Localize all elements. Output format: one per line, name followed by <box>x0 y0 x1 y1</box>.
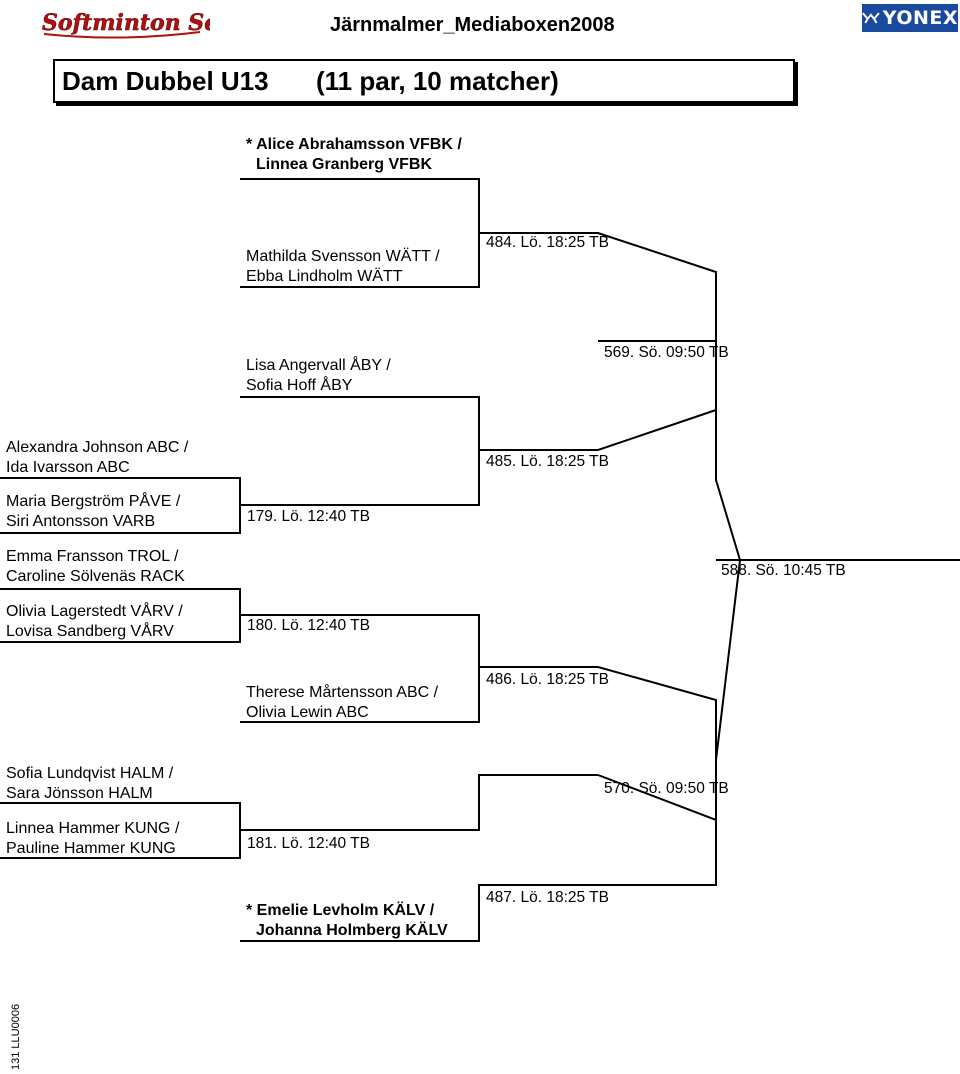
pair-entry-11: * Emelie Levholm KÄLV / Johanna Holmberg… <box>246 901 448 941</box>
pair-5-player-a: Maria Bergström PÅVE / <box>6 493 181 510</box>
pair-3-player-a: Lisa Angervall ÅBY / <box>246 357 391 374</box>
match-485-label: 485. Lö. 18:25 TB <box>486 453 609 470</box>
match-486-label: 486. Lö. 18:25 TB <box>486 671 609 688</box>
pair-entry-1: * Alice Abrahamsson VFBK / Linnea Granbe… <box>246 135 462 175</box>
pair-10-player-a: Linnea Hammer KUNG / <box>6 820 180 837</box>
event-summary: (11 par, 10 matcher) <box>316 66 559 96</box>
pair-entry-4: Alexandra Johnson ABC / Ida Ivarsson ABC <box>6 438 188 478</box>
pair-entry-9: Sofia Lundqvist HALM / Sara Jönsson HALM <box>6 764 173 804</box>
yonex-logo: YONEX <box>862 4 958 32</box>
pair-11-player-b: Johanna Holmberg KÄLV <box>256 922 448 939</box>
pair-entry-10: Linnea Hammer KUNG / Pauline Hammer KUNG <box>6 819 179 859</box>
yonex-logo-text: YONEX <box>882 7 958 29</box>
pair-4-player-a: Alexandra Johnson ABC / <box>6 439 189 456</box>
pair-entry-2: Mathilda Svensson WÄTT / Ebba Lindholm W… <box>246 247 440 287</box>
pair-entry-8: Therese Mårtensson ABC / Olivia Lewin AB… <box>246 683 438 723</box>
pair-6-player-a: Emma Fransson TROL / <box>6 548 179 565</box>
match-181-label: 181. Lö. 12:40 TB <box>247 835 370 852</box>
pair-9-player-b: Sara Jönsson HALM <box>6 785 153 802</box>
pair-entry-6: Emma Fransson TROL / Caroline Sölvenäs R… <box>6 547 185 587</box>
pair-2-player-b: Ebba Lindholm WÄTT <box>246 268 403 285</box>
pair-10-player-b: Pauline Hammer KUNG <box>6 840 176 857</box>
pair-11-player-a: * Emelie Levholm KÄLV / <box>246 902 435 919</box>
event-name: Dam Dubbel U13 <box>62 66 269 96</box>
match-588-label: 588. Sö. 10:45 TB <box>721 562 846 579</box>
pair-7-player-a: Olivia Lagerstedt VÅRV / <box>6 603 183 620</box>
pair-1-player-a: * Alice Abrahamsson VFBK / <box>246 136 462 153</box>
pair-8-player-b: Olivia Lewin ABC <box>246 704 369 721</box>
pair-3-player-b: Sofia Hoff ÅBY <box>246 377 353 394</box>
match-180-label: 180. Lö. 12:40 TB <box>247 617 370 634</box>
pair-entry-5: Maria Bergström PÅVE / Siri Antonsson VA… <box>6 492 180 532</box>
pair-4-player-b: Ida Ivarsson ABC <box>6 459 130 476</box>
event-title-box <box>53 59 795 103</box>
match-487-label: 487. Lö. 18:25 TB <box>486 889 609 906</box>
footer-code: 131 LLU0006 <box>10 1003 22 1070</box>
match-570-label: 570. Sö. 09:50 TB <box>604 780 729 797</box>
match-484-label: 484. Lö. 18:25 TB <box>486 234 609 251</box>
pair-1-player-b: Linnea Granberg VFBK <box>256 156 433 173</box>
pair-entry-7: Olivia Lagerstedt VÅRV / Lovisa Sandberg… <box>6 602 183 642</box>
pair-8-player-a: Therese Mårtensson ABC / <box>246 684 439 701</box>
pair-5-player-b: Siri Antonsson VARB <box>6 513 156 530</box>
pair-9-player-a: Sofia Lundqvist HALM / <box>6 765 174 782</box>
tournament-title: Järnmalmer_Mediaboxen2008 <box>330 14 615 36</box>
match-569-label: 569. Sö. 09:50 TB <box>604 344 729 361</box>
pair-2-player-a: Mathilda Svensson WÄTT / <box>246 248 440 265</box>
pair-6-player-b: Caroline Sölvenäs RACK <box>6 568 185 585</box>
pair-7-player-b: Lovisa Sandberg VÅRV <box>6 623 174 640</box>
pair-entry-3: Lisa Angervall ÅBY / Sofia Hoff ÅBY <box>246 356 391 396</box>
match-179-label: 179. Lö. 12:40 TB <box>247 508 370 525</box>
yonex-emblem-icon <box>862 12 880 24</box>
